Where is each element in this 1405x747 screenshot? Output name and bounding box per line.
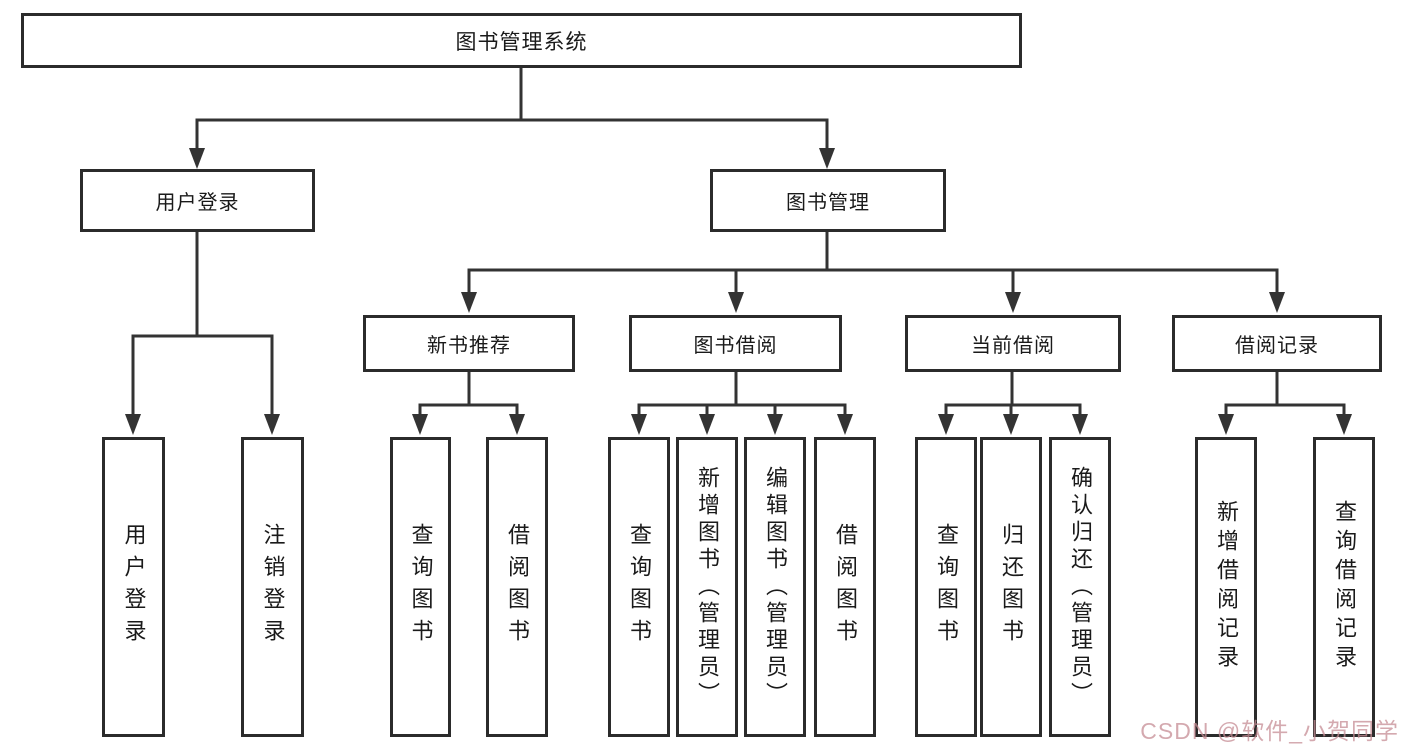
- node-borrow-records: 借阅记录: [1172, 315, 1382, 372]
- node-borrow-records-label: 借阅记录: [1235, 335, 1319, 357]
- node-add-borrow-record-label: 新增借阅记录: [1214, 500, 1239, 674]
- node-root-label: 图书管理系统: [455, 30, 588, 54]
- node-add-book-admin: 新增图书（管理员）: [676, 437, 738, 737]
- node-query-books-recommend: 查询图书: [390, 437, 451, 737]
- node-borrow-books-leaf-label: 借阅图书: [833, 523, 858, 651]
- node-query-borrow-record: 查询借阅记录: [1313, 437, 1375, 737]
- node-query-borrow-record-label: 查询借阅记录: [1332, 500, 1357, 674]
- node-borrow-books-leaf: 借阅图书: [814, 437, 876, 737]
- node-book-borrow: 图书借阅: [629, 315, 842, 372]
- node-logout: 注销登录: [241, 437, 304, 737]
- node-user-login-leaf: 用户登录: [102, 437, 165, 737]
- node-borrow-books-recommend: 借阅图书: [486, 437, 548, 737]
- node-user-login-leaf-label: 用户登录: [121, 523, 147, 651]
- node-confirm-return-admin: 确认归还（管理员）: [1049, 437, 1111, 737]
- node-book-borrow-label: 图书借阅: [693, 335, 778, 357]
- node-book-management: 图书管理: [710, 169, 946, 232]
- node-query-books-current: 查询图书: [915, 437, 977, 737]
- node-edit-book-admin-label: 编辑图书（管理员）: [763, 465, 788, 709]
- watermark: CSDN @软件_小贺同学: [1140, 718, 1399, 744]
- node-return-book-label: 归还图书: [999, 523, 1024, 651]
- node-add-book-admin-label: 新增图书（管理员）: [695, 465, 720, 709]
- node-current-borrow: 当前借阅: [905, 315, 1121, 372]
- node-return-book: 归还图书: [980, 437, 1042, 737]
- node-new-book-recommend-label: 新书推荐: [427, 335, 511, 357]
- node-confirm-return-admin-label: 确认归还（管理员）: [1068, 465, 1093, 709]
- node-user-login-branch-label: 用户登录: [155, 192, 240, 214]
- node-user-login-branch: 用户登录: [80, 169, 315, 232]
- node-query-books-current-label: 查询图书: [934, 523, 959, 651]
- node-add-borrow-record: 新增借阅记录: [1195, 437, 1257, 737]
- node-borrow-books-recommend-label: 借阅图书: [505, 523, 530, 651]
- node-query-books-borrow-label: 查询图书: [627, 523, 652, 651]
- node-root: 图书管理系统: [21, 13, 1022, 68]
- node-book-management-label: 图书管理: [786, 192, 870, 214]
- node-query-books-recommend-label: 查询图书: [408, 523, 434, 651]
- node-edit-book-admin: 编辑图书（管理员）: [744, 437, 806, 737]
- node-new-book-recommend: 新书推荐: [363, 315, 575, 372]
- node-logout-label: 注销登录: [260, 523, 286, 651]
- node-current-borrow-label: 当前借阅: [971, 335, 1055, 357]
- node-query-books-borrow: 查询图书: [608, 437, 670, 737]
